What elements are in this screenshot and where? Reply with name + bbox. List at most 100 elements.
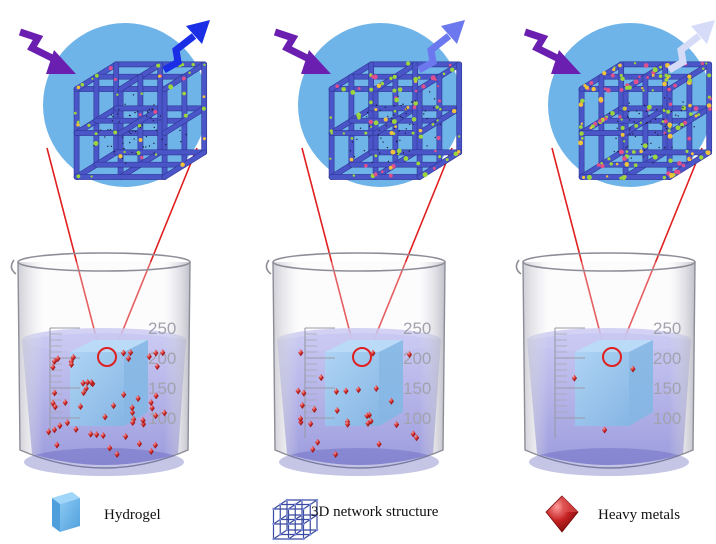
incoming-light-arrow bbox=[273, 28, 317, 66]
heavy-metal-ion bbox=[393, 421, 400, 429]
heavy-metal-ion bbox=[149, 404, 155, 412]
heavy-metal-ion bbox=[64, 419, 70, 427]
heavy-metal-ion bbox=[355, 386, 362, 394]
heavy-metal-ion bbox=[297, 415, 304, 423]
heavy-metal-ion bbox=[308, 420, 314, 428]
heavy-metal-ion bbox=[153, 392, 159, 400]
incoming-light-arrow bbox=[18, 28, 62, 66]
legend bbox=[52, 492, 579, 541]
heavy-metal-ion bbox=[130, 418, 136, 426]
heavy-metal-ion bbox=[154, 363, 160, 371]
heavy-metal-ion bbox=[114, 450, 120, 458]
heavy-metal-ion bbox=[310, 445, 316, 453]
heavy-metal-ion bbox=[311, 405, 317, 413]
network-structure-legend-icon bbox=[272, 498, 319, 541]
heavy-metal-ion bbox=[51, 426, 58, 434]
heavy-metal-ion bbox=[370, 349, 376, 357]
heavy-metal-ion bbox=[373, 385, 379, 393]
heavy-metal-legend-icon bbox=[545, 495, 579, 533]
hydrogel-legend-icon bbox=[52, 492, 80, 532]
scale-label: 200 bbox=[403, 349, 431, 368]
network-structure-label: 3D network structure bbox=[311, 504, 439, 520]
heavy-metal-ion bbox=[83, 385, 89, 393]
heavy-metal-ion bbox=[129, 404, 135, 412]
heavy-metal-ion bbox=[413, 434, 420, 442]
beaker-base bbox=[279, 448, 439, 476]
heavy-metal-ion bbox=[125, 355, 132, 363]
heavy-metal-ion bbox=[107, 444, 113, 452]
beaker-spout bbox=[10, 259, 17, 275]
heavy-metal-ion bbox=[127, 349, 134, 357]
outgoing-arrow-head bbox=[441, 20, 465, 44]
heavy-metal-ion bbox=[136, 440, 143, 448]
heavy-metal-ion bbox=[410, 430, 416, 438]
heavy-metal-ion bbox=[120, 349, 127, 357]
scale-label: 200 bbox=[653, 349, 681, 368]
heavy-metal-ion bbox=[298, 349, 304, 357]
heavy-metal-ion bbox=[406, 350, 413, 358]
heavy-metal-ion bbox=[368, 417, 374, 425]
heavy-metal-ion bbox=[62, 398, 68, 406]
incoming-light-arrow bbox=[523, 28, 567, 66]
heavy-metal-ion bbox=[318, 374, 324, 382]
heavy-metal-ion bbox=[102, 413, 108, 421]
heavy-metal-ion bbox=[299, 401, 305, 409]
heavy-metal-ion bbox=[148, 447, 154, 455]
magnified-view bbox=[298, 23, 463, 187]
heavy-metal-ion bbox=[343, 387, 349, 395]
magnifier-spot bbox=[352, 347, 372, 367]
heavy-metal-ion bbox=[315, 438, 321, 446]
heavy-metal-ion bbox=[388, 397, 394, 405]
heavy-metal-ion bbox=[366, 411, 372, 419]
heavy-metal-ion bbox=[100, 432, 106, 440]
heavy-metal-ion bbox=[94, 431, 100, 439]
heavy-metal-ion bbox=[55, 355, 61, 363]
heavy-metal-ion bbox=[148, 398, 154, 406]
heavy-metal-ion bbox=[88, 430, 94, 438]
heavy-metal-ion bbox=[160, 349, 166, 357]
heavy-metal-ion bbox=[334, 406, 340, 414]
beaker-spout bbox=[515, 259, 522, 275]
heavy-metal-ion bbox=[54, 441, 60, 449]
heavy-metal-ion bbox=[301, 389, 307, 397]
heavy-metal-ion bbox=[50, 399, 56, 407]
heavy-metal-ion bbox=[365, 419, 371, 427]
heavy-metal-ion bbox=[376, 440, 382, 448]
scale-label: 100 bbox=[148, 409, 176, 428]
heavy-metal-ion bbox=[68, 361, 75, 369]
beaker-base bbox=[529, 448, 689, 476]
heavy-metal-ion bbox=[88, 378, 94, 386]
scale-label: 150 bbox=[403, 379, 431, 398]
heavy-metal-ion bbox=[161, 409, 168, 417]
heavy-metal-ion bbox=[364, 412, 370, 420]
scale-label: 150 bbox=[653, 379, 681, 398]
beaker-rim bbox=[17, 252, 191, 272]
incoming-arrow-head bbox=[551, 50, 581, 74]
scale-label: 250 bbox=[403, 319, 431, 338]
outgoing-arrow-head bbox=[691, 20, 715, 44]
scale-label: 100 bbox=[653, 409, 681, 428]
outgoing-arrow-head bbox=[186, 20, 210, 44]
scale-label: 250 bbox=[148, 319, 176, 338]
magnified-view bbox=[43, 23, 208, 187]
heavy-metal-ion bbox=[51, 357, 58, 365]
panel-during-adsorption: 250 200 150 100 bbox=[265, 20, 465, 476]
heavy-metal-ion bbox=[135, 395, 141, 403]
beaker-rim bbox=[522, 252, 696, 272]
heavy-metal-ion bbox=[77, 403, 84, 411]
magnifier-spot bbox=[602, 347, 622, 367]
heavy-metal-ion bbox=[295, 387, 301, 395]
outgoing-light-arrow bbox=[162, 33, 197, 74]
heavy-metal-ion bbox=[571, 374, 578, 382]
scale-label: 150 bbox=[148, 379, 176, 398]
heavy-metals-label: Heavy metals bbox=[598, 507, 681, 523]
beaker-spout bbox=[265, 259, 272, 275]
scale-label: 100 bbox=[403, 409, 431, 428]
heavy-metal-ion bbox=[153, 349, 159, 357]
heavy-metal-ion bbox=[630, 365, 636, 373]
outgoing-light-arrow bbox=[417, 33, 452, 74]
